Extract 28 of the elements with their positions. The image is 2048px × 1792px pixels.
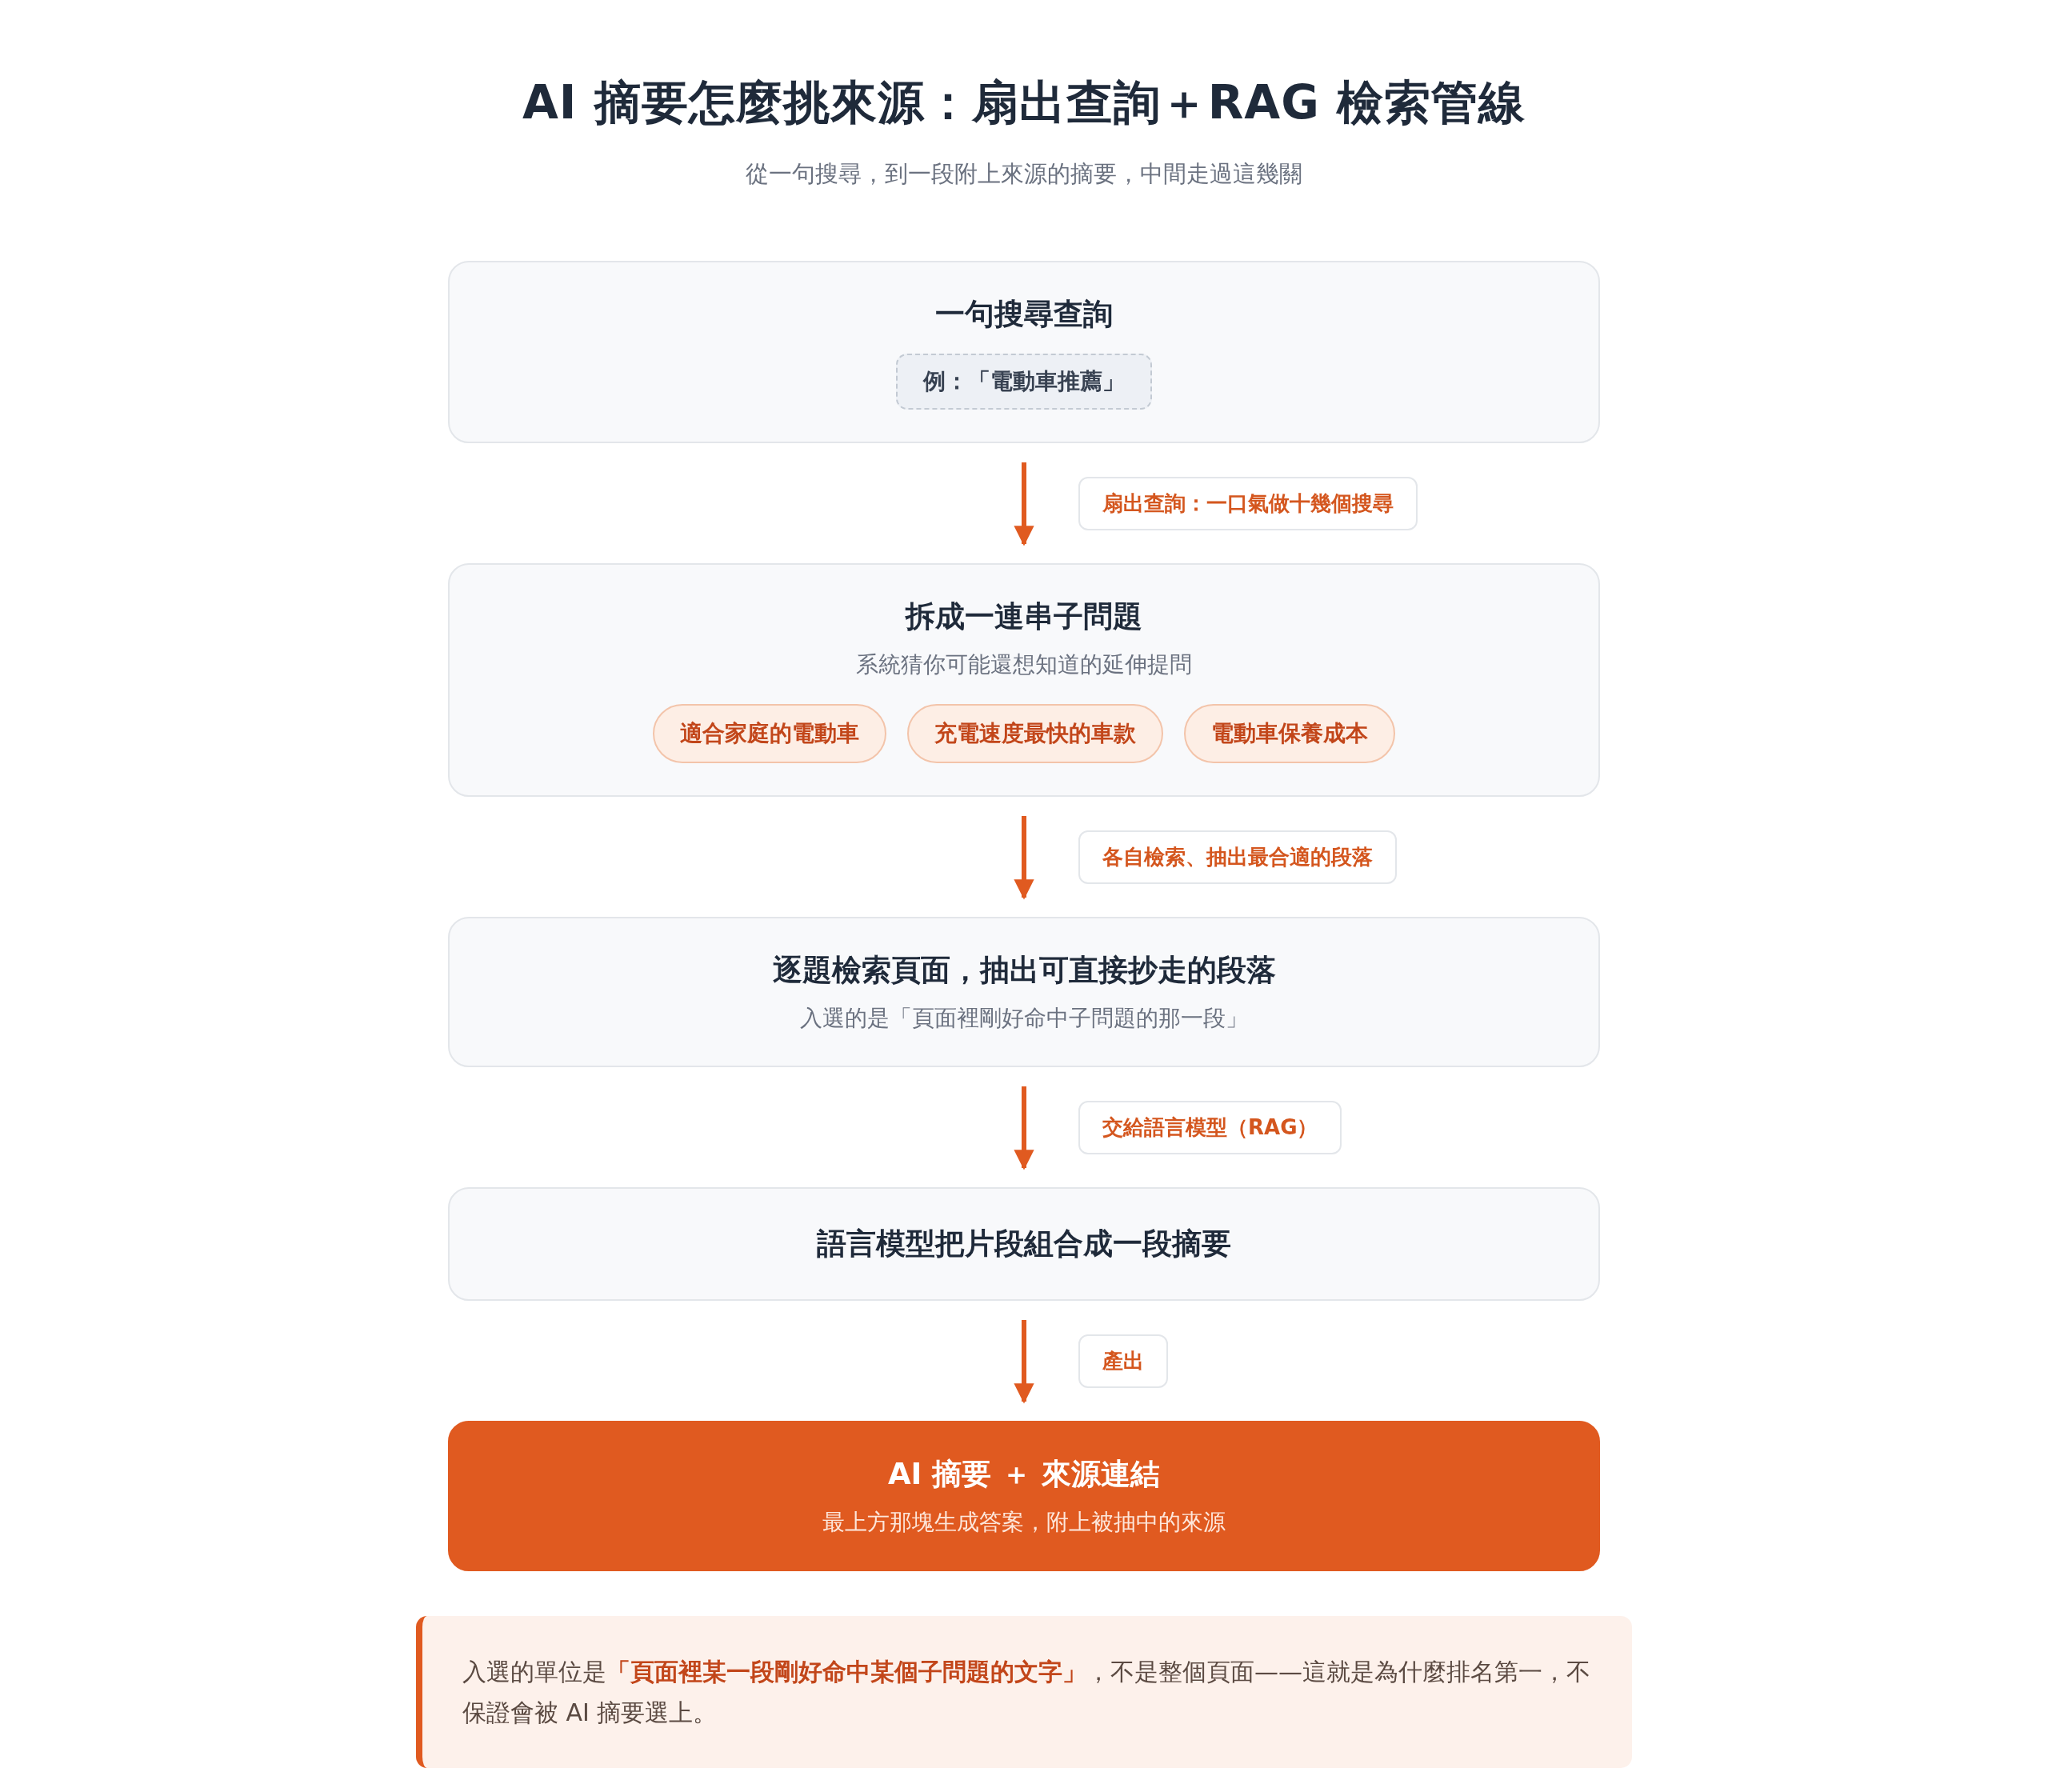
sub-question-pill: 電動車保養成本 <box>1184 704 1395 763</box>
flow-arrow <box>1014 462 1034 546</box>
step-description: 系統猜你可能還想知道的延伸提問 <box>856 650 1192 679</box>
diagram-title: AI 摘要怎麼挑來源：扇出查詢＋RAG 檢索管線 <box>522 74 1526 131</box>
step-heading: 逐題檢索頁面，抽出可直接抄走的段落 <box>772 952 1276 989</box>
diagram-subtitle: 從一句搜尋，到一段附上來源的摘要，中間走過這幾關 <box>746 159 1302 189</box>
note-callout: 入選的單位是「頁面裡某一段剛好命中某個子問題的文字」，不是整個頁面——這就是為什麼排名第一，不保證會被 AI 摘要選上。 <box>416 1616 1632 1768</box>
process-box <box>448 261 1600 443</box>
edge-label: 產出 <box>1078 1334 1168 1388</box>
sub-question-pill: 適合家庭的電動車 <box>653 704 886 763</box>
process-box <box>448 1187 1600 1301</box>
sub-question-pill: 充電速度最快的車款 <box>907 704 1163 763</box>
step-heading: 語言模型把片段組合成一段摘要 <box>817 1226 1231 1262</box>
step-description: 最上方那塊生成答案，附上被抽中的來源 <box>822 1508 1226 1537</box>
example-query-tag: 例：「電動車推薦」 <box>896 354 1152 410</box>
edge-label: 各自檢索、抽出最合適的段落 <box>1078 830 1397 884</box>
step-heading: AI 摘要 ＋ 來源連結 <box>887 1456 1160 1493</box>
result-box <box>448 1421 1600 1571</box>
step-heading: 一句搜尋查詢 <box>935 296 1113 333</box>
step-description: 入選的是「頁面裡剛好命中子問題的那一段」 <box>800 1004 1248 1033</box>
edge-label: 扇出查詢：一口氣做十幾個搜尋 <box>1078 477 1418 530</box>
edge-label: 交給語言模型（RAG） <box>1078 1101 1342 1154</box>
process-box <box>448 917 1600 1067</box>
flow-arrow <box>1014 1086 1034 1170</box>
flow-arrow <box>1014 816 1034 900</box>
process-box <box>448 563 1600 797</box>
step-heading: 拆成一連串子問題 <box>906 598 1142 635</box>
flow-arrow <box>1014 1320 1034 1404</box>
